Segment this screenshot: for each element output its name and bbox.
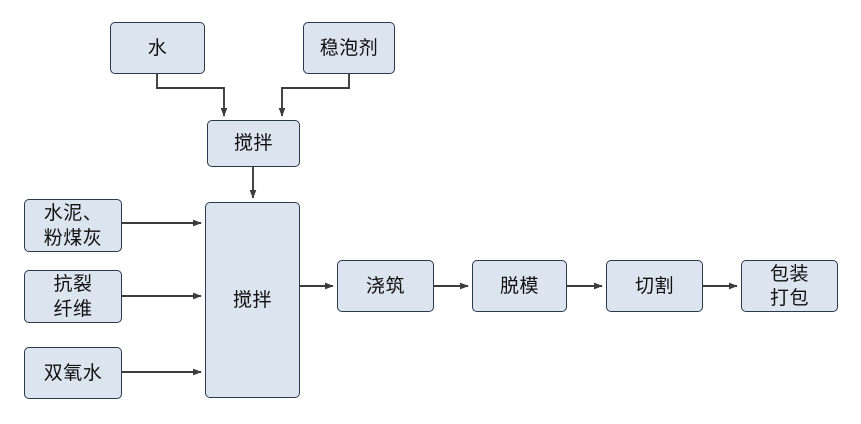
edge-water-to-premix-stir <box>156 74 228 117</box>
node-premix-stir[interactable]: 搅拌 <box>207 120 300 167</box>
node-premix-stir-label: 搅拌 <box>233 132 273 155</box>
node-demolding[interactable]: 脱模 <box>472 260 567 312</box>
node-packaging[interactable]: 包装 打包 <box>741 260 838 312</box>
node-casting-label: 浇筑 <box>365 274 405 297</box>
node-cement-flyash[interactable]: 水泥、 粉煤灰 <box>24 199 122 252</box>
node-water-label: 水 <box>147 36 168 59</box>
node-main-stir-label: 搅拌 <box>232 288 272 311</box>
node-anticrack-fiber-label: 抗裂 纤维 <box>53 273 93 320</box>
node-water[interactable]: 水 <box>110 22 205 74</box>
node-cutting-label: 切割 <box>634 274 674 297</box>
node-cutting[interactable]: 切割 <box>606 260 703 312</box>
node-demolding-label: 脱模 <box>499 274 539 297</box>
node-main-stir[interactable]: 搅拌 <box>205 202 300 398</box>
node-packaging-label: 包装 打包 <box>769 262 809 309</box>
node-foam-stabilizer[interactable]: 稳泡剂 <box>303 22 395 74</box>
node-casting[interactable]: 浇筑 <box>337 260 434 312</box>
node-hydrogen-peroxide[interactable]: 双氧水 <box>24 347 122 399</box>
node-anticrack-fiber[interactable]: 抗裂 纤维 <box>24 270 122 323</box>
node-cement-flyash-label: 水泥、 粉煤灰 <box>43 202 103 249</box>
node-foam-stabilizer-label: 稳泡剂 <box>319 36 379 59</box>
edge-foam-stabilizer-to-premix-stir <box>278 74 350 117</box>
node-hydrogen-peroxide-label: 双氧水 <box>43 361 103 384</box>
